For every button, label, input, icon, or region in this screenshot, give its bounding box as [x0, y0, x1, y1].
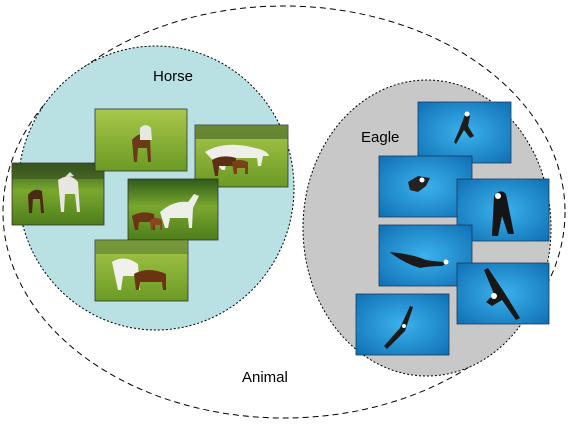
horse-photo — [94, 108, 188, 172]
eagle-label: Eagle — [361, 129, 399, 146]
eagle-photo — [378, 224, 473, 287]
horse-photo — [11, 162, 105, 226]
animal-region — [2, 5, 566, 419]
eagle-photo — [355, 293, 450, 356]
animal-label: Animal — [242, 369, 288, 386]
horse-photo — [94, 239, 189, 302]
eagle-photo — [417, 101, 512, 164]
horse-photo — [194, 124, 289, 188]
eagle-photo — [378, 155, 473, 218]
eagle-photo — [456, 262, 550, 325]
horse-label: Horse — [153, 68, 193, 85]
horse-photo — [127, 178, 219, 241]
